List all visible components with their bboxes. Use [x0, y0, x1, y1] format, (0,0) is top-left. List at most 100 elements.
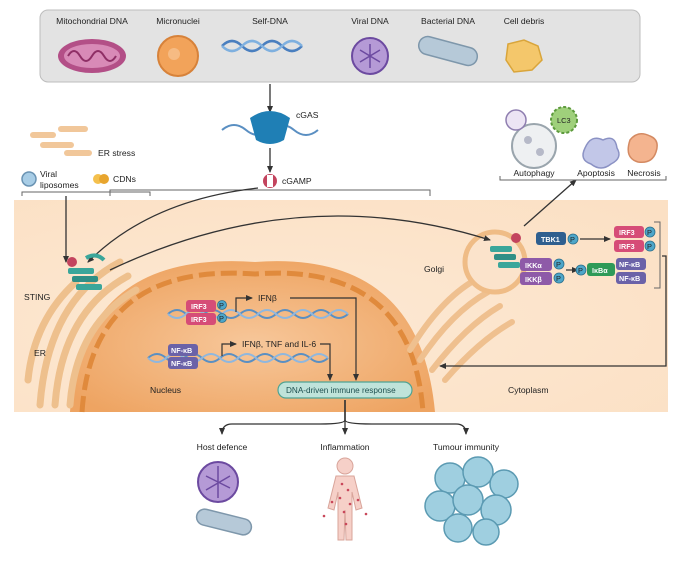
cgamp-icon	[263, 174, 277, 188]
lc3-icon: LC3	[550, 106, 578, 134]
output-arrows	[219, 400, 469, 435]
irf3-label: IRF3	[619, 228, 635, 237]
arrow-sting-to-golgi	[109, 215, 491, 271]
er-stress-icon	[30, 126, 92, 156]
inflammation-icon	[327, 457, 363, 541]
source-viral-icon	[351, 37, 389, 75]
phospho-label: P	[647, 228, 652, 237]
apoptosis-icon	[582, 137, 620, 169]
nfkb-label: NF-κB	[171, 346, 192, 355]
cdns-label: CDNs	[113, 174, 136, 184]
necrosis-icon	[627, 133, 658, 164]
cytoplasm-label: Cytoplasm	[508, 385, 549, 395]
arrow-ifnb-gene	[235, 295, 253, 312]
tumour-immunity-icon	[424, 456, 519, 546]
autophagy-icon	[505, 109, 557, 169]
source-self-icon	[221, 39, 303, 53]
source-label-bact: Bacterial DNA	[421, 16, 475, 26]
ikba-box: IκBα	[587, 263, 615, 276]
ikkb-box: IKKβ	[520, 272, 552, 285]
er-label: ER	[34, 348, 46, 358]
ikka-box: IKKα	[520, 258, 552, 271]
phospho-label: P	[219, 301, 224, 310]
arrow-cytokine-gene	[221, 341, 237, 356]
viral-liposome-icon	[21, 171, 37, 187]
irf3-label: IRF3	[191, 315, 207, 324]
fate-labels: Autophagy Apoptosis Necrosis	[513, 168, 660, 178]
nucleus-label: Nucleus	[150, 385, 181, 395]
cgas-label: cGAS	[296, 110, 319, 120]
ikka-label: IKKα	[525, 261, 542, 270]
phospho-label: P	[556, 260, 561, 269]
cytokine-genes-label: IFNβ, TNF and IL-6	[242, 339, 316, 349]
sting-label: STING	[24, 292, 51, 302]
fate-label-necrosis: Necrosis	[627, 168, 660, 178]
outcome-label-host: Host defence	[197, 442, 248, 452]
phospho-label: P	[219, 314, 224, 323]
arrow-ifnb-to-response	[290, 297, 359, 381]
fate-label-apoptosis: Apoptosis	[577, 168, 615, 178]
tbk1-label: TBK1	[541, 235, 560, 244]
nucleus	[70, 261, 435, 413]
source-mito-icon	[58, 39, 126, 73]
ikba-phospho	[575, 264, 587, 276]
ikka-phospho	[553, 258, 565, 270]
cgamp-bracket	[109, 189, 431, 196]
nfkb-dimer-cyto: NF-κB NF-κB	[616, 258, 646, 284]
endoplasmic-reticulum	[24, 258, 140, 409]
arrow-cgamp-to-sting	[87, 187, 259, 263]
source-bact-icon	[417, 35, 479, 67]
nfkb-label: NF-κB	[619, 274, 640, 283]
source-label-micro: Micronuclei	[156, 16, 200, 26]
immune-response-label: DNA-driven immune response	[286, 386, 396, 395]
source-label-self: Self-DNA	[252, 16, 288, 26]
sting-receptor-icon	[67, 253, 106, 290]
fate-label-autophagy: Autophagy	[513, 168, 555, 178]
nfkb-dimer-nuc: NF-κB NF-κB	[168, 344, 198, 369]
golgi-sting-icon	[490, 233, 521, 268]
phospho-label: P	[578, 266, 583, 275]
irf3-label: IRF3	[619, 242, 635, 251]
arrow-golgi-to-fates	[523, 179, 577, 227]
ikkb-label: IKKβ	[525, 275, 542, 284]
phospho-label: P	[556, 274, 561, 283]
arrow-cytokine-to-response	[320, 343, 333, 381]
tbk1-phospho	[567, 233, 579, 245]
source-label-debris: Cell debris	[504, 16, 545, 26]
source-labels: Mitochondrial DNA Micronuclei Self-DNA Vira…	[56, 16, 544, 26]
ikkb-phospho	[553, 272, 565, 284]
cgas-enzyme-icon	[221, 111, 319, 144]
source-label-viral: Viral DNA	[351, 16, 389, 26]
source-debris-icon	[505, 39, 543, 73]
lc3-label: LC3	[557, 116, 571, 125]
irf3-label: IRF3	[191, 302, 207, 311]
ikba-label: IκBα	[592, 266, 608, 275]
host-defence-icon	[195, 461, 253, 536]
right-bracket	[654, 221, 661, 289]
irf3-dimer-cyto: IRF3 IRF3	[614, 226, 656, 252]
phospho-label: P	[570, 235, 575, 244]
er-stress-label: ER stress	[98, 148, 135, 158]
phospho-label: P	[647, 242, 652, 251]
inflammation-dots	[322, 482, 368, 526]
outcome-label-tumour: Tumour immunity	[433, 442, 500, 452]
viral-liposomes-label-2: liposomes	[40, 180, 79, 190]
viral-liposomes-label-1: Viral	[40, 169, 57, 179]
irf3-dimer-nuc: IRF3 IRF3	[186, 300, 227, 325]
fates-bracket	[499, 176, 667, 181]
ifnb-label: IFNβ	[258, 293, 277, 303]
nfkb-label: NF-κB	[619, 260, 640, 269]
outcome-labels: Host defence Inflammation Tumour immunity	[197, 442, 500, 452]
golgi-label: Golgi	[424, 264, 444, 274]
golgi-apparatus	[407, 277, 515, 383]
immune-response-pill: DNA-driven immune response	[277, 381, 413, 399]
source-label-mito: Mitochondrial DNA	[56, 16, 128, 26]
tbk1-box: TBK1	[536, 232, 566, 245]
outcome-label-inflam: Inflammation	[320, 442, 369, 452]
nfkb-label: NF-κB	[171, 359, 192, 368]
cgamp-label: cGAMP	[282, 176, 312, 186]
source-micro-icon	[157, 35, 199, 77]
cdn-icon	[93, 174, 109, 184]
